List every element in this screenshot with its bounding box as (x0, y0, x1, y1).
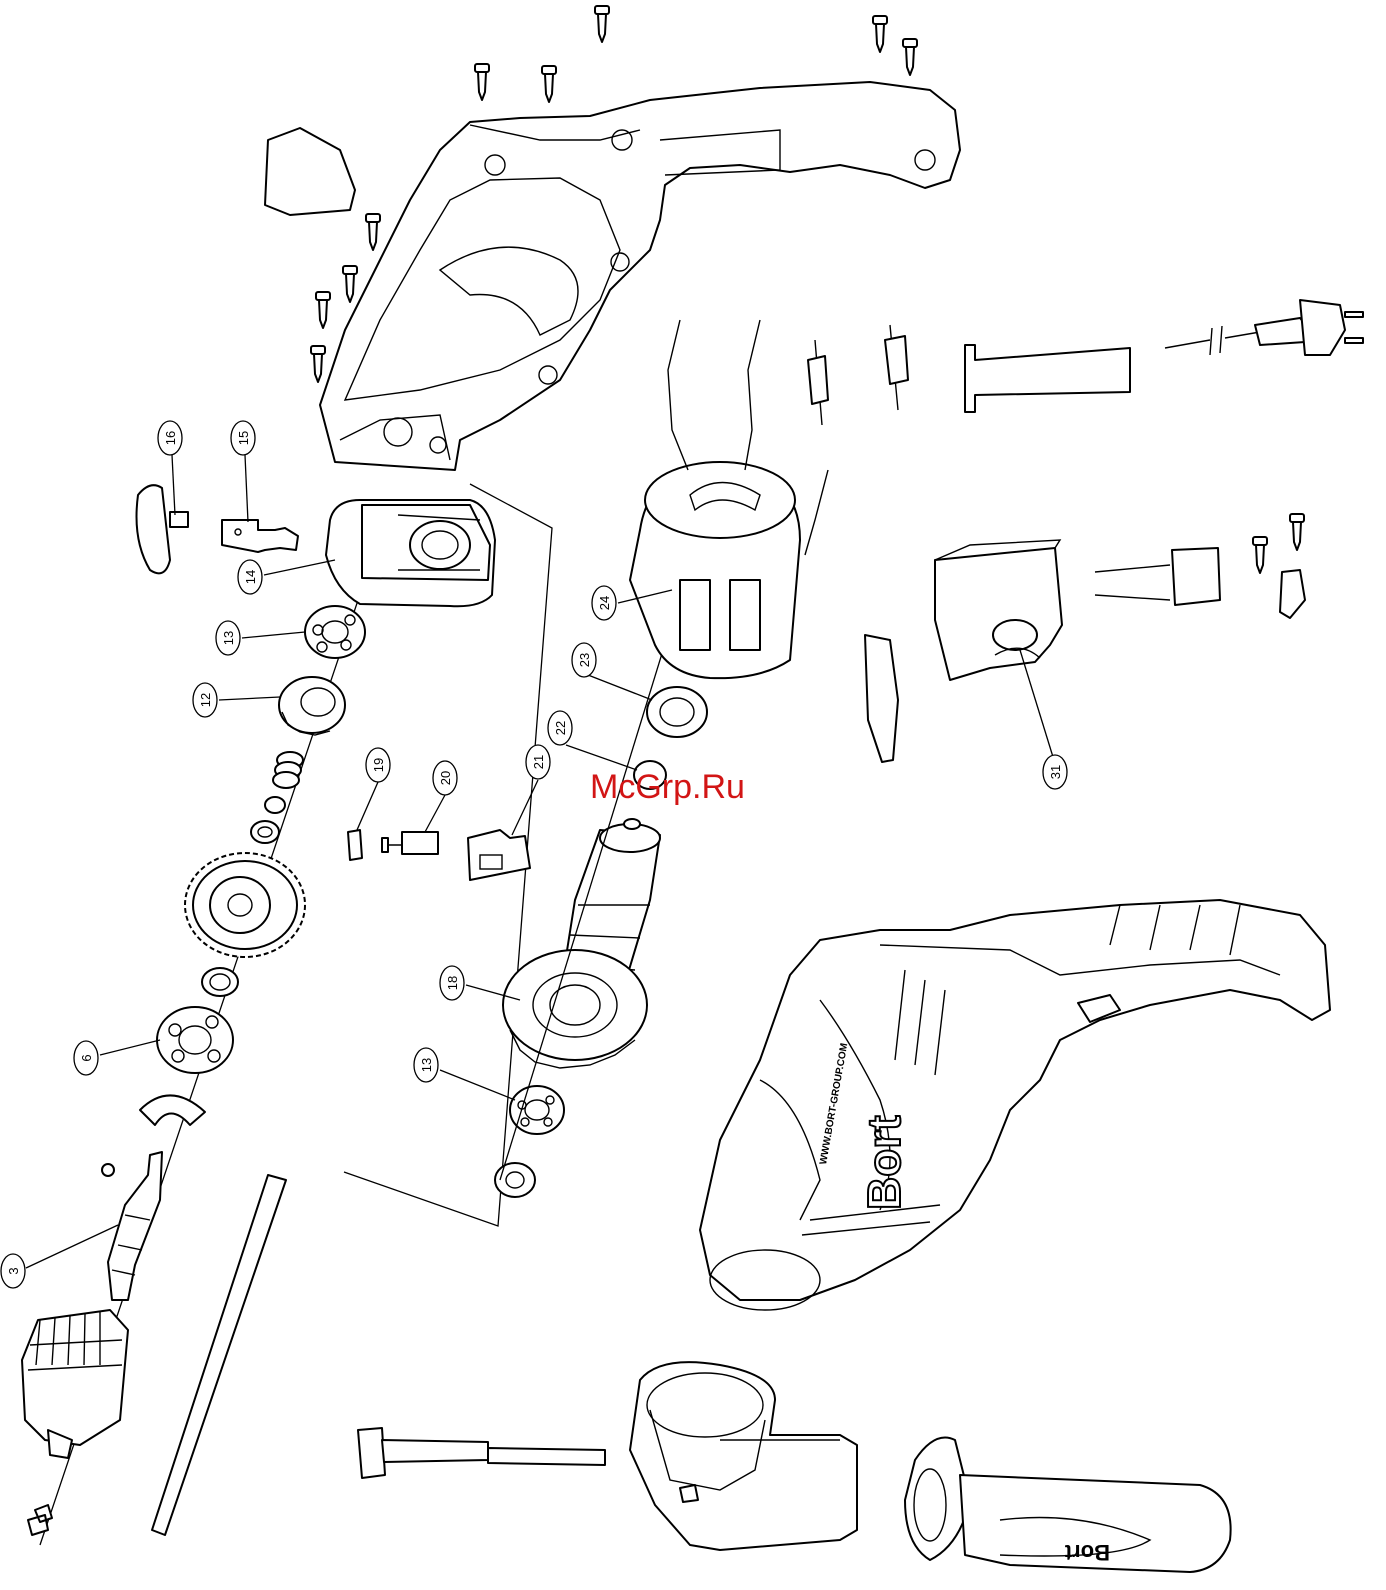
callout-18-label: 18 (445, 976, 460, 990)
callout-21: 21 (512, 745, 550, 835)
carbon-brush-part-19 (348, 830, 362, 860)
large-gear (185, 853, 305, 957)
bearing-part-13-mid (510, 1086, 564, 1134)
callout-21-label: 21 (531, 755, 546, 769)
ring-part-23 (647, 687, 707, 737)
drill-chuck (22, 1310, 128, 1458)
callout-22-label: 22 (553, 721, 568, 735)
assembled-drill (700, 900, 1330, 1310)
callout-19-label: 19 (371, 758, 386, 772)
callout-3: 3 (1, 1225, 118, 1288)
brush-spring-part-20 (382, 832, 438, 854)
chuck-screw (28, 1505, 52, 1535)
spring-washers (251, 752, 303, 843)
callout-6-label: 6 (79, 1054, 94, 1061)
callout-12: 12 (193, 683, 280, 717)
callout-31: 31 (1020, 650, 1067, 789)
small-bearing (495, 1163, 535, 1197)
side-handle-bolt (358, 1428, 605, 1478)
bearing-part-6 (157, 1007, 233, 1073)
callout-16-label: 16 (163, 431, 178, 445)
callout-31-label: 31 (1048, 765, 1063, 779)
callout-3-label: 3 (6, 1267, 21, 1274)
brand-logo: Bort (858, 1115, 910, 1210)
brush-springs (808, 325, 908, 425)
callout-15: 15 (231, 421, 255, 522)
callout-12-label: 12 (198, 693, 213, 707)
callout-13-top: 13 (216, 621, 305, 655)
bearing-part-13-top (305, 606, 365, 658)
callout-24-label: 24 (597, 596, 612, 610)
retaining-ring (202, 968, 238, 996)
callout-20: 20 (425, 761, 457, 832)
callout-14-label: 14 (243, 570, 258, 584)
callout-15-label: 15 (236, 431, 251, 445)
brush-holder-part-21 (468, 830, 530, 880)
callout-13-mid-label: 13 (419, 1058, 434, 1072)
callout-20-label: 20 (438, 771, 453, 785)
cord-protector (965, 345, 1130, 412)
half-ring (140, 1095, 205, 1125)
callout-23: 23 (572, 643, 652, 700)
side-handle-clamp (630, 1362, 857, 1550)
callout-19: 19 (357, 748, 390, 830)
callout-14: 14 (238, 560, 335, 594)
grip-brand: Bort (1064, 1540, 1110, 1565)
callout-23-label: 23 (577, 653, 592, 667)
callout-13-top-label: 13 (221, 631, 236, 645)
callout-6: 6 (74, 1040, 160, 1075)
lever-part-16 (137, 485, 189, 573)
plate-part-15 (222, 520, 298, 552)
callout-13-mid: 13 (414, 1048, 515, 1100)
capacitor (1095, 548, 1220, 605)
warning-label (265, 128, 355, 215)
housing-half (320, 82, 960, 470)
depth-rod (152, 1175, 286, 1535)
gear-cover-part-14 (326, 500, 495, 606)
callout-22: 22 (548, 711, 637, 770)
power-cord-plug (1165, 300, 1363, 355)
stator-part-24 (630, 320, 828, 678)
switch-trigger (865, 635, 898, 762)
pinion-part-12 (279, 677, 345, 735)
switch-part-31 (935, 540, 1062, 680)
watermark-text: McGrp.Ru (590, 768, 745, 806)
cable-clamp (1280, 570, 1305, 618)
